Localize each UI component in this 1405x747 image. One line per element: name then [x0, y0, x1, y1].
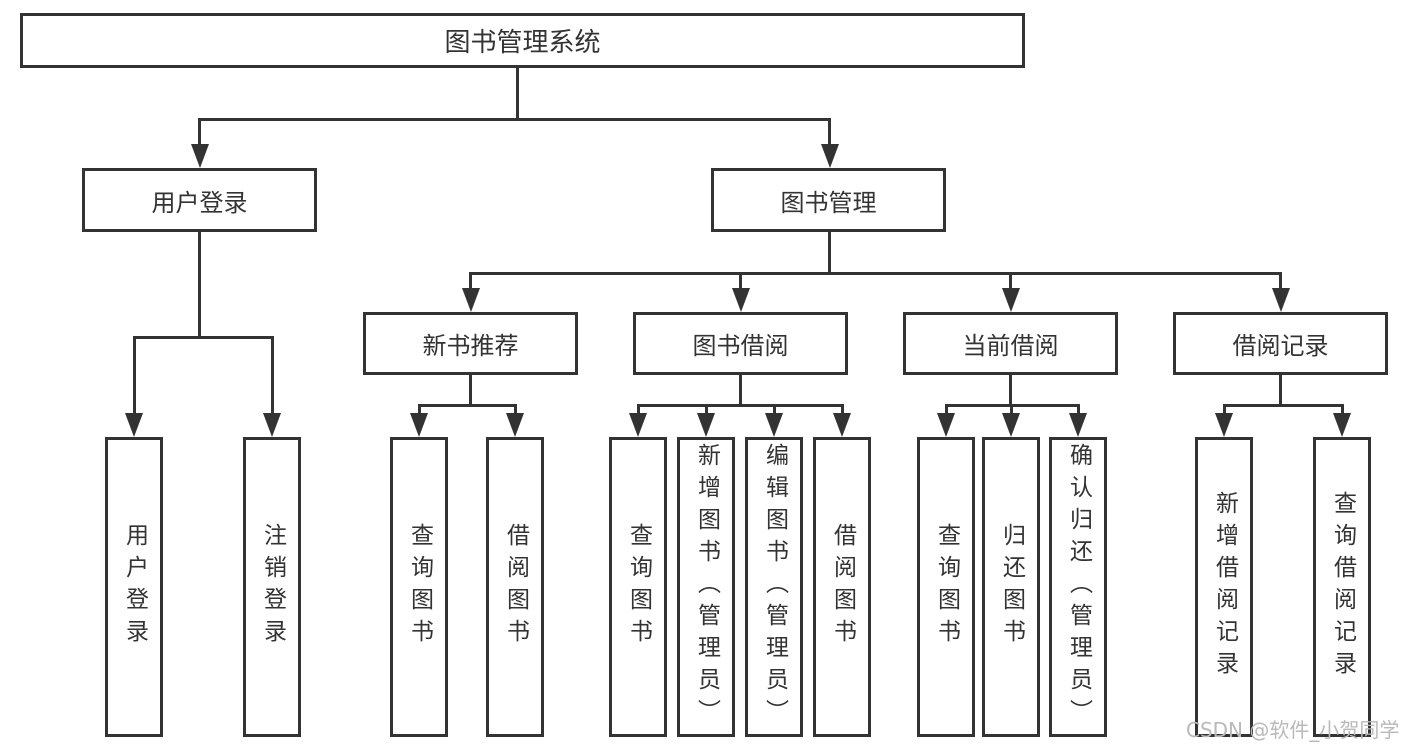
connector-arrowhead [1272, 288, 1290, 312]
connector-line [828, 118, 831, 148]
connector-line [133, 336, 274, 339]
connector-line [828, 232, 831, 275]
connector-line [516, 68, 519, 120]
node-current-borrowing-label: 当前借阅 [962, 332, 1059, 360]
connector-line [841, 404, 844, 415]
leaf-query-books-box: 查询图书 [917, 437, 975, 737]
leaf-user-login-label: 用户登录 [121, 523, 148, 651]
node-borrow-records-label: 借阅记录 [1232, 332, 1329, 360]
connector-line [1223, 404, 1226, 415]
node-library-system-label: 图书管理系统 [444, 28, 601, 58]
connector-line [198, 232, 201, 338]
connector-line [637, 404, 844, 407]
node-book-management-box: 图书管理 [711, 168, 946, 232]
connector-line [1077, 404, 1080, 415]
connector-line [271, 336, 274, 415]
leaf-return-books-label: 归还图书 [998, 523, 1025, 651]
node-user-login-label: 用户登录 [151, 188, 248, 217]
leaf-add-books-admin-label: 新增图书（管理员） [693, 443, 720, 731]
node-new-book-recommend-box: 新书推荐 [363, 312, 578, 375]
leaf-query-books-box: 查询图书 [609, 437, 667, 737]
connector-arrowhead [697, 413, 715, 437]
connector-arrowhead [1002, 288, 1020, 312]
connector-arrowhead [1069, 413, 1087, 437]
connector-line [945, 404, 948, 415]
node-book-management-label: 图书管理 [780, 188, 877, 217]
leaf-confirm-return-admin-label: 确认归还（管理员） [1065, 443, 1092, 731]
leaf-query-books-box: 查询图书 [390, 437, 448, 737]
leaf-return-books-box: 归还图书 [982, 437, 1040, 737]
node-book-borrowing-label: 图书借阅 [692, 332, 789, 360]
connector-line [773, 404, 776, 415]
connector-line [418, 404, 517, 407]
connector-arrowhead [629, 413, 647, 437]
leaf-borrow-books-label: 借阅图书 [829, 523, 856, 651]
leaf-add-borrow-record-box: 新增借阅记录 [1195, 437, 1253, 737]
leaf-borrow-books-box: 借阅图书 [813, 437, 871, 737]
node-user-login-box: 用户登录 [82, 168, 317, 232]
node-book-borrowing-box: 图书借阅 [633, 312, 848, 375]
connector-line [739, 272, 742, 290]
connector-line [198, 118, 831, 121]
connector-line [469, 272, 1282, 275]
connector-arrowhead [765, 413, 783, 437]
connector-arrowhead [410, 413, 428, 437]
csdn-watermark: CSDN @软件_小贺同学 [1186, 718, 1400, 742]
leaf-query-books-label: 查询图书 [933, 523, 960, 651]
connector-arrowhead [1333, 413, 1351, 437]
connector-line [637, 404, 640, 415]
connector-line [1223, 404, 1344, 407]
connector-line [198, 118, 201, 148]
leaf-logout-box: 注销登录 [243, 437, 301, 737]
node-borrow-records-box: 借阅记录 [1173, 312, 1388, 375]
connector-arrowhead [506, 413, 524, 437]
connector-line [1341, 404, 1344, 415]
leaf-query-books-label: 查询图书 [625, 523, 652, 651]
connector-arrowhead [821, 144, 839, 168]
connector-line [418, 404, 421, 415]
leaf-user-login-box: 用户登录 [105, 437, 163, 737]
connector-arrowhead [191, 144, 209, 168]
connector-line [739, 375, 742, 407]
connector-line [1009, 272, 1012, 290]
leaf-edit-books-admin-label: 编辑图书（管理员） [761, 443, 788, 731]
connector-line [514, 404, 517, 415]
leaf-confirm-return-admin-box: 确认归还（管理员） [1049, 437, 1107, 737]
leaf-query-borrow-record-label: 查询借阅记录 [1329, 491, 1356, 683]
leaf-query-borrow-record-box: 查询借阅记录 [1313, 437, 1371, 737]
connector-line [469, 375, 472, 407]
connector-arrowhead [1215, 413, 1233, 437]
connector-arrowhead [833, 413, 851, 437]
node-library-system-box: 图书管理系统 [20, 13, 1025, 68]
node-new-book-recommend-label: 新书推荐 [422, 332, 519, 360]
connector-arrowhead [732, 288, 750, 312]
leaf-logout-label: 注销登录 [259, 523, 286, 651]
connector-arrowhead [937, 413, 955, 437]
leaf-add-borrow-record-label: 新增借阅记录 [1211, 491, 1238, 683]
leaf-borrow-books-label: 借阅图书 [502, 523, 529, 651]
connector-line [705, 404, 708, 415]
leaf-borrow-books-box: 借阅图书 [486, 437, 544, 737]
connector-arrowhead [263, 413, 281, 437]
leaf-query-books-label: 查询图书 [406, 523, 433, 651]
connector-line [469, 272, 472, 290]
connector-line [1279, 272, 1282, 290]
connector-line [1279, 375, 1282, 407]
leaf-edit-books-admin-box: 编辑图书（管理员） [745, 437, 803, 737]
connector-arrowhead [1002, 413, 1020, 437]
connector-arrowhead [125, 413, 143, 437]
connector-line [1009, 375, 1012, 407]
leaf-add-books-admin-box: 新增图书（管理员） [677, 437, 735, 737]
connector-line [1010, 404, 1013, 415]
connector-arrowhead [462, 288, 480, 312]
node-current-borrowing-box: 当前借阅 [903, 312, 1118, 375]
connector-line [133, 336, 136, 415]
